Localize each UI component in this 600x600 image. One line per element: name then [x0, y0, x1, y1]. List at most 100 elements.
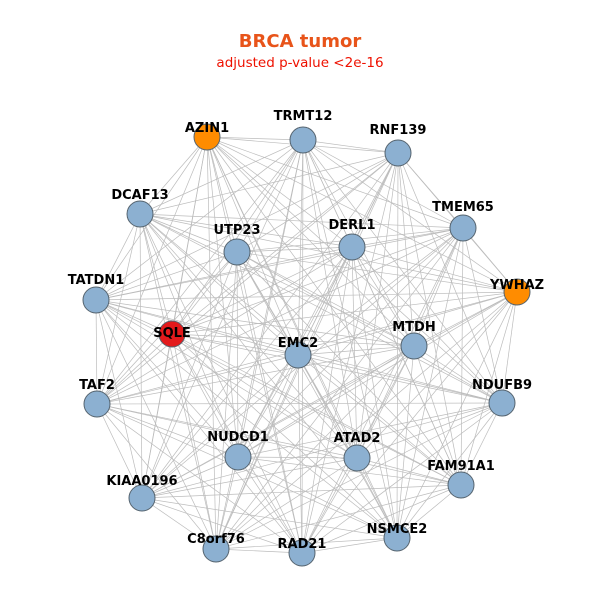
- node-label-UTP23: UTP23: [213, 223, 260, 238]
- edge-DERL1-SQLE: [171, 246, 353, 335]
- edge-SQLE-C8orf76: [171, 333, 217, 550]
- node-NSMCE2: [383, 524, 411, 552]
- edge-NUDCD1-ATAD2: [237, 456, 358, 459]
- edge-EMC2-MTDH: [297, 345, 415, 356]
- node-KIAA0196: [128, 484, 156, 512]
- edge-MTDH-NSMCE2: [396, 345, 415, 539]
- edge-TATDN1-SQLE: [95, 299, 173, 335]
- edge-C8orf76-RAD21: [215, 548, 303, 554]
- edge-EMC2-RAD21: [297, 354, 303, 554]
- node-label-FAM91A1: FAM91A1: [427, 459, 495, 474]
- edge-DERL1-ATAD2: [351, 246, 358, 459]
- edge-TATDN1-TAF2: [95, 299, 98, 405]
- edge-NUDCD1-KIAA0196: [141, 456, 239, 499]
- edge-DCAF13-YWHAZ: [139, 213, 518, 293]
- edge-NDUFB9-ATAD2: [356, 402, 503, 459]
- node-label-TATDN1: TATDN1: [68, 273, 125, 288]
- edge-AZIN1-RAD21: [206, 136, 303, 554]
- edge-YWHAZ-SQLE: [171, 291, 518, 335]
- edge-layer: [95, 136, 518, 554]
- edge-TRMT12-DCAF13: [139, 139, 304, 215]
- edge-DCAF13-C8orf76: [139, 213, 217, 550]
- edge-NUDCD1-C8orf76: [215, 456, 239, 550]
- edge-ATAD2-FAM91A1: [356, 457, 462, 486]
- edge-TATDN1-KIAA0196: [95, 299, 143, 499]
- edge-TMEM65-RAD21: [301, 227, 464, 554]
- edge-AZIN1-NSMCE2: [206, 136, 398, 539]
- edge-FAM91A1-NSMCE2: [396, 484, 462, 539]
- edge-UTP23-YWHAZ: [236, 251, 518, 293]
- plot-title: BRCA tumor: [239, 31, 362, 52]
- edge-DCAF13-DERL1: [139, 213, 353, 248]
- edge-TATDN1-MTDH: [95, 299, 415, 347]
- edge-EMC2-NSMCE2: [297, 354, 398, 539]
- edge-TATDN1-NUDCD1: [95, 299, 239, 458]
- edge-TMEM65-EMC2: [297, 227, 464, 356]
- edge-TRMT12-SQLE: [171, 139, 304, 335]
- edge-AZIN1-DCAF13: [139, 136, 208, 215]
- edge-TMEM65-NSMCE2: [396, 227, 464, 539]
- edge-TRMT12-RNF139: [302, 139, 399, 154]
- edge-AZIN1-TRMT12: [206, 136, 304, 141]
- edge-MTDH-ATAD2: [356, 345, 415, 459]
- edge-DCAF13-TMEM65: [139, 213, 464, 229]
- edge-TMEM65-YWHAZ: [462, 227, 518, 293]
- edge-MTDH-C8orf76: [215, 345, 415, 550]
- edge-YWHAZ-KIAA0196: [141, 291, 518, 499]
- node-label-C8orf76: C8orf76: [187, 532, 245, 547]
- edge-TAF2-FAM91A1: [96, 403, 462, 486]
- node-DERL1: [338, 233, 366, 261]
- node-label-ATAD2: ATAD2: [334, 431, 381, 446]
- node-label-RAD21: RAD21: [278, 537, 327, 552]
- node-label-DERL1: DERL1: [328, 218, 375, 233]
- edge-AZIN1-TAF2: [96, 136, 208, 405]
- edge-SQLE-MTDH: [171, 333, 415, 347]
- node-RNF139: [384, 139, 412, 167]
- node-label-DCAF13: DCAF13: [111, 188, 168, 203]
- edge-DERL1-YWHAZ: [351, 246, 518, 293]
- plot-subtitle: adjusted p-value <2e-16: [216, 55, 383, 71]
- edge-UTP23-C8orf76: [215, 251, 238, 550]
- edge-DERL1-NDUFB9: [351, 246, 503, 404]
- edge-RNF139-RAD21: [301, 152, 399, 554]
- edge-DCAF13-SQLE: [139, 213, 173, 335]
- edge-NDUFB9-NUDCD1: [237, 402, 503, 458]
- node-label-NSMCE2: NSMCE2: [367, 522, 428, 537]
- node-FAM91A1: [447, 471, 475, 499]
- edge-DERL1-RAD21: [301, 246, 353, 554]
- edge-AZIN1-YWHAZ: [206, 136, 518, 293]
- node-label-AZIN1: AZIN1: [185, 121, 229, 136]
- edge-UTP23-NDUFB9: [236, 251, 503, 404]
- edge-UTP23-NSMCE2: [236, 251, 398, 539]
- edge-FAM91A1-RAD21: [301, 484, 462, 554]
- edge-MTDH-TAF2: [96, 345, 415, 405]
- node-MTDH: [400, 332, 428, 360]
- edge-RNF139-TATDN1: [95, 152, 399, 301]
- edge-NUDCD1-NSMCE2: [237, 456, 398, 539]
- edge-YWHAZ-EMC2: [297, 291, 518, 356]
- edge-MTDH-NDUFB9: [413, 345, 503, 404]
- edge-MTDH-FAM91A1: [413, 345, 462, 486]
- edge-DCAF13-TAF2: [96, 213, 141, 405]
- edge-EMC2-FAM91A1: [297, 354, 462, 486]
- edge-TAF2-NUDCD1: [96, 403, 239, 458]
- edge-TRMT12-TATDN1: [95, 139, 304, 301]
- edge-SQLE-KIAA0196: [141, 333, 173, 499]
- edge-DERL1-FAM91A1: [351, 246, 462, 486]
- node-label-SQLE: SQLE: [153, 326, 191, 341]
- edge-DERL1-TMEM65: [351, 227, 464, 248]
- edge-RNF139-SQLE: [171, 152, 399, 335]
- node-label-KIAA0196: KIAA0196: [106, 474, 177, 489]
- edge-YWHAZ-MTDH: [413, 291, 518, 347]
- edge-EMC2-ATAD2: [297, 354, 358, 459]
- edge-SQLE-NDUFB9: [171, 333, 503, 404]
- edge-MTDH-KIAA0196: [141, 345, 415, 499]
- node-TAF2: [83, 390, 111, 418]
- edge-EMC2-NDUFB9: [297, 354, 503, 404]
- edge-ATAD2-NSMCE2: [356, 457, 398, 539]
- edge-TAF2-ATAD2: [96, 403, 358, 459]
- edge-TRMT12-NDUFB9: [302, 139, 503, 404]
- node-label-RNF139: RNF139: [370, 123, 427, 138]
- node-label-TAF2: TAF2: [79, 378, 115, 393]
- node-label-NUDCD1: NUDCD1: [207, 430, 269, 445]
